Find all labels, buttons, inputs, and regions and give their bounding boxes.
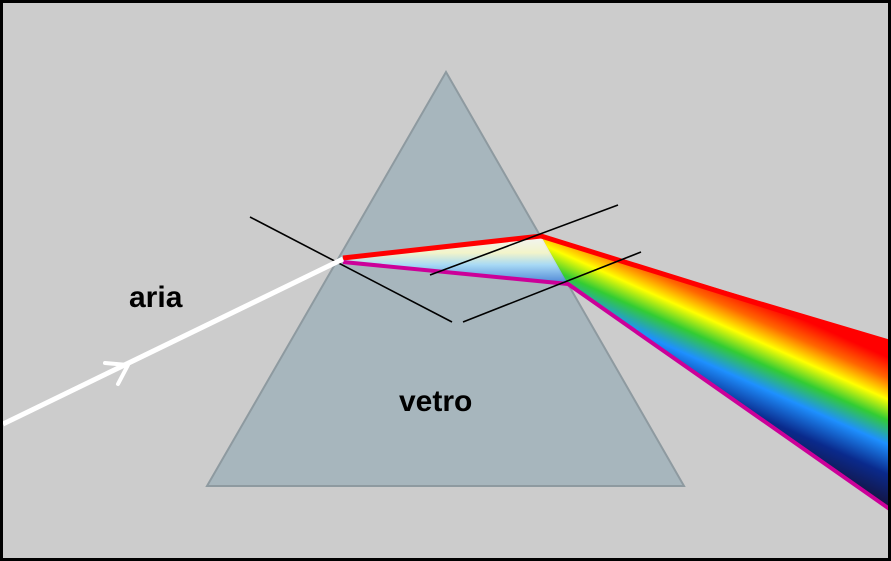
normal-line-exit-violet <box>462 251 642 323</box>
violet-ray <box>342 260 888 511</box>
prism-diagram <box>3 69 888 511</box>
red-ray <box>342 233 888 347</box>
normal-line-exit-red <box>429 204 619 276</box>
inner-light-beam <box>343 236 568 284</box>
incident-ray <box>3 256 345 427</box>
air-label: aria <box>129 281 183 314</box>
spectrum-fan <box>541 236 888 508</box>
glass-label: vetro <box>399 385 473 418</box>
arrowhead-icon <box>103 361 130 386</box>
normal-line-entry <box>249 216 453 323</box>
